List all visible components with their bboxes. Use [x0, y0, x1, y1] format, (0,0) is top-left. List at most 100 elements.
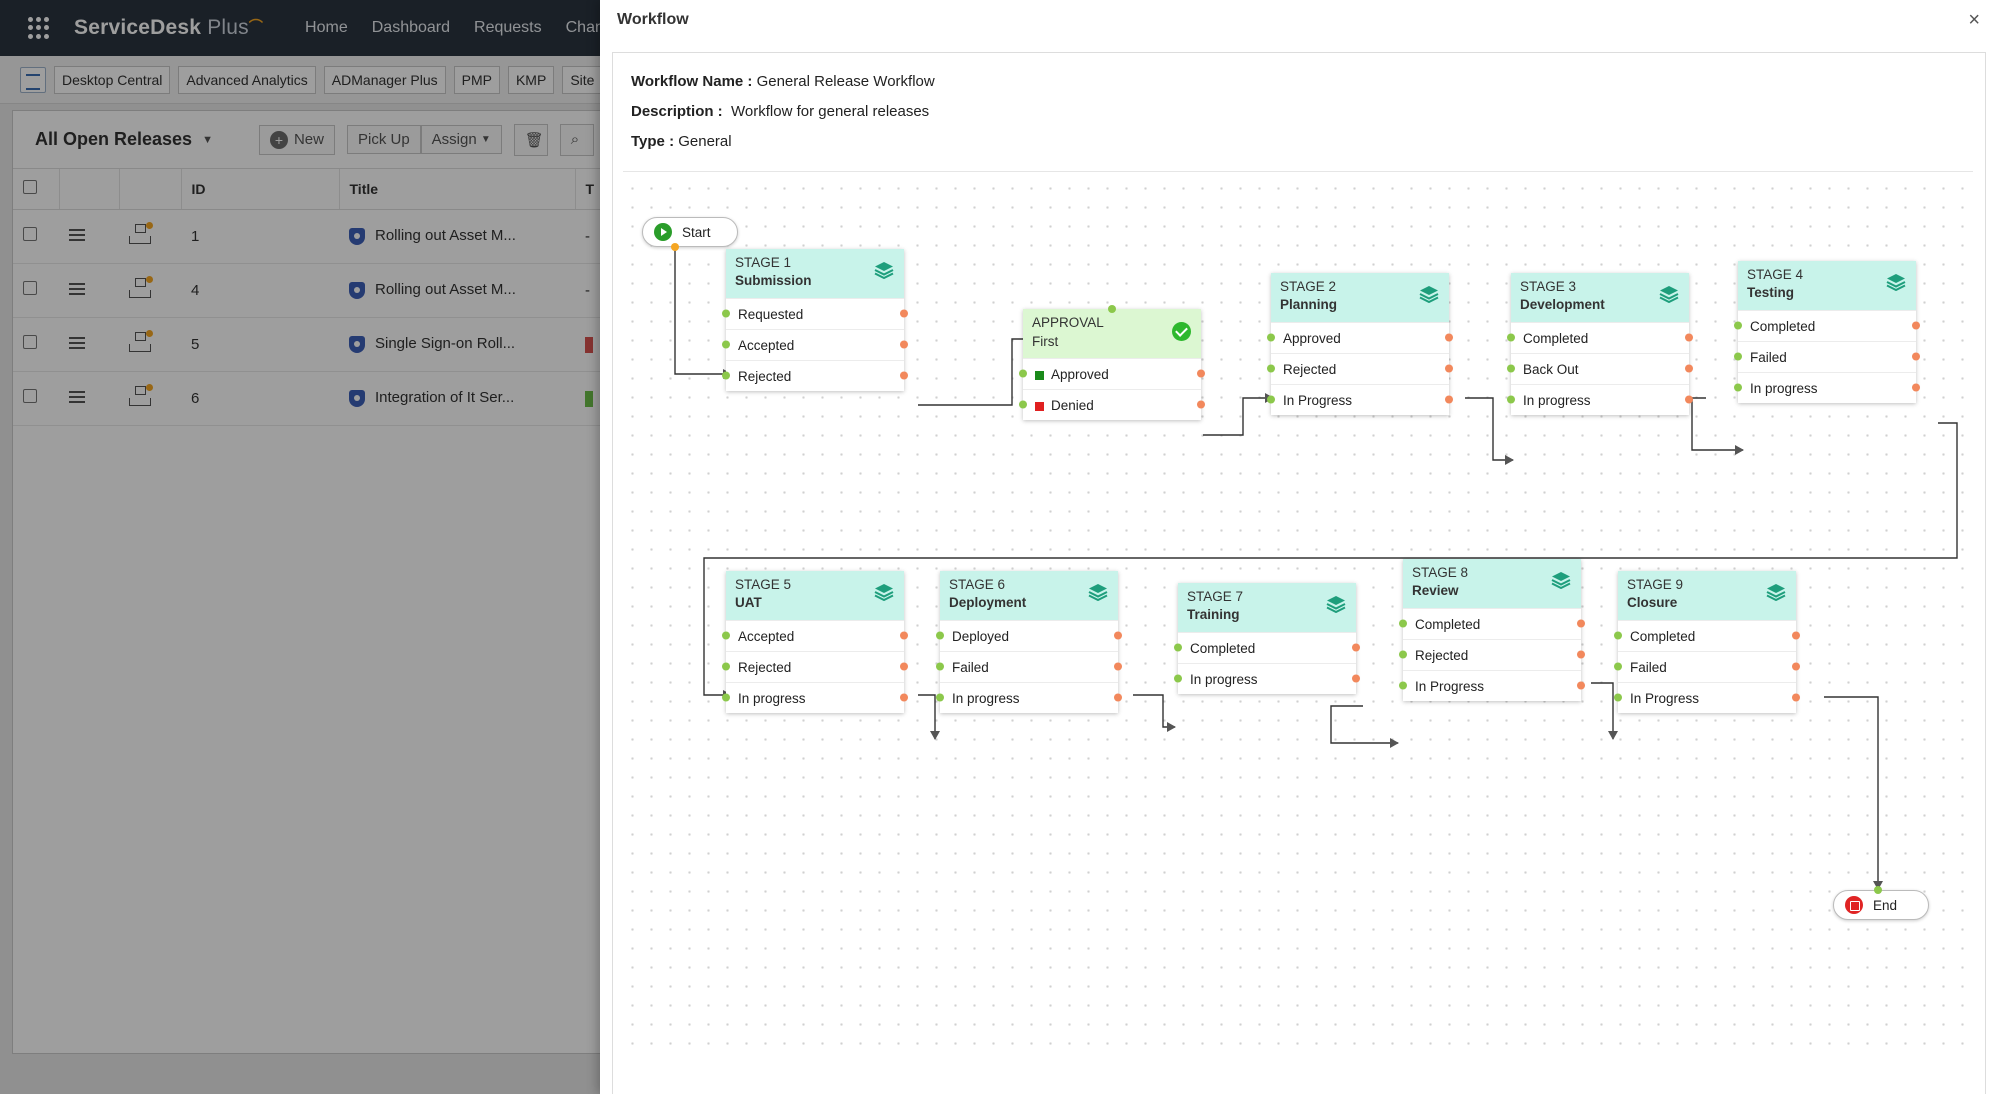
tab-kmp[interactable]: KMP — [507, 65, 555, 94]
layers-icon — [1659, 286, 1679, 303]
nav-dashboard[interactable]: Dashboard — [371, 19, 451, 36]
status-row[interactable]: Completed — [1511, 322, 1689, 353]
tab-pmp[interactable]: PMP — [453, 65, 500, 94]
delete-button[interactable]: 🗑 — [513, 123, 548, 156]
status-row[interactable]: Accepted — [726, 329, 904, 360]
shield-icon — [349, 227, 365, 245]
status-row[interactable]: Failed — [940, 651, 1118, 682]
tab-site[interactable]: Site — [562, 65, 603, 94]
chevron-down-icon[interactable]: ▼ — [202, 133, 213, 146]
new-release-button[interactable]: + New — [258, 124, 335, 155]
table-row[interactable]: 4 Rolling out Asset M... - — [13, 263, 611, 318]
status-row[interactable]: In progress — [940, 682, 1118, 713]
status-row[interactable]: Completed — [1738, 310, 1916, 341]
nav-home[interactable]: Home — [305, 19, 348, 36]
status-row[interactable]: Requested — [726, 298, 904, 329]
status-row[interactable]: Completed — [1178, 632, 1356, 663]
connector — [1203, 393, 1274, 436]
status-row[interactable]: In Progress — [1403, 670, 1581, 701]
tab-advanced-analytics[interactable]: Advanced Analytics — [178, 65, 316, 94]
release-icon — [129, 330, 153, 352]
status-row[interactable]: Accepted — [726, 620, 904, 651]
status-row[interactable]: Back Out — [1511, 353, 1689, 384]
status-row[interactable]: In progress — [1178, 663, 1356, 694]
release-title[interactable]: Rolling out Asset M... — [375, 227, 516, 245]
release-title[interactable]: Rolling out Asset M... — [375, 281, 516, 299]
status-row[interactable]: Rejected — [726, 360, 904, 391]
shield-icon — [349, 335, 365, 353]
play-icon — [654, 223, 672, 241]
status-row[interactable]: In progress — [1738, 372, 1916, 403]
view-selector[interactable]: All Open Releases — [35, 129, 193, 149]
tab-admanager-plus[interactable]: ADManager Plus — [323, 65, 446, 94]
releases-list-panel: All Open Releases ▼ + New Pick Up Assign… — [12, 110, 612, 1054]
start-node[interactable]: Start — [642, 217, 738, 247]
modal-backdrop[interactable] — [0, 0, 600, 1094]
pickup-button[interactable]: Pick Up — [346, 125, 421, 154]
assign-button[interactable]: Assign ▼ — [420, 125, 502, 154]
release-title[interactable]: Single Sign-on Roll... — [375, 335, 516, 353]
status-row[interactable]: Completed — [1618, 620, 1796, 651]
row-checkbox[interactable] — [23, 335, 37, 349]
layers-icon — [874, 262, 894, 279]
row-menu-icon[interactable] — [69, 228, 85, 241]
product-logo[interactable]: ServiceDesk Plus⌒ — [74, 16, 264, 39]
workflow-connectors — [674, 245, 1958, 890]
approved-indicator — [1035, 371, 1044, 380]
release-icon — [129, 276, 153, 298]
search-button[interactable]: ⌕ — [559, 123, 594, 156]
status-row[interactable]: In Progress — [1618, 682, 1796, 713]
row-checkbox[interactable] — [23, 389, 37, 403]
status-row[interactable]: Rejected — [1403, 639, 1581, 670]
release-id: 4 — [181, 263, 339, 318]
table-row[interactable]: 1 Rolling out Asset M... - — [13, 209, 611, 264]
status-row[interactable]: Completed — [1403, 608, 1581, 639]
status-row[interactable]: Rejected — [1271, 353, 1449, 384]
row-checkbox[interactable] — [23, 227, 37, 241]
select-all-checkbox[interactable] — [23, 180, 37, 195]
list-view-bar: All Open Releases ▼ + New Pick Up Assign… — [13, 111, 611, 169]
status-row[interactable]: Deployed — [940, 620, 1118, 651]
status-row[interactable]: Approved — [1023, 358, 1201, 389]
connector — [1824, 696, 1883, 890]
status-row[interactable]: In progress — [726, 682, 904, 713]
layers-icon — [1419, 286, 1439, 303]
status-row[interactable]: Approved — [1271, 322, 1449, 353]
quick-actions-icon[interactable] — [20, 66, 46, 93]
status-row[interactable]: Failed — [1618, 651, 1796, 682]
column-title[interactable]: Title — [339, 169, 576, 210]
status-row[interactable]: Denied — [1023, 389, 1201, 420]
row-menu-icon[interactable] — [69, 282, 85, 295]
row-menu-icon[interactable] — [69, 336, 85, 349]
end-node[interactable]: End — [1833, 890, 1929, 920]
status-row[interactable]: In Progress — [1271, 384, 1449, 415]
tab-desktop-central[interactable]: Desktop Central — [54, 65, 171, 94]
connector — [1330, 705, 1399, 748]
row-checkbox[interactable] — [23, 281, 37, 295]
column-id[interactable]: ID — [181, 169, 340, 210]
status-row[interactable]: In progress — [1511, 384, 1689, 415]
status-row[interactable]: Failed — [1738, 341, 1916, 372]
app-grid-icon[interactable] — [28, 17, 50, 39]
workflow-type: Type : General — [631, 133, 732, 150]
priority-marker — [585, 390, 593, 407]
plus-icon: + — [269, 130, 288, 149]
row-menu-icon[interactable] — [69, 390, 85, 403]
close-icon[interactable]: × — [1968, 8, 1980, 31]
connector — [1465, 397, 1514, 465]
release-title[interactable]: Integration of It Ser... — [375, 389, 515, 407]
nav-requests[interactable]: Requests — [474, 19, 542, 36]
shield-icon — [349, 281, 365, 299]
status-row[interactable]: Rejected — [726, 651, 904, 682]
